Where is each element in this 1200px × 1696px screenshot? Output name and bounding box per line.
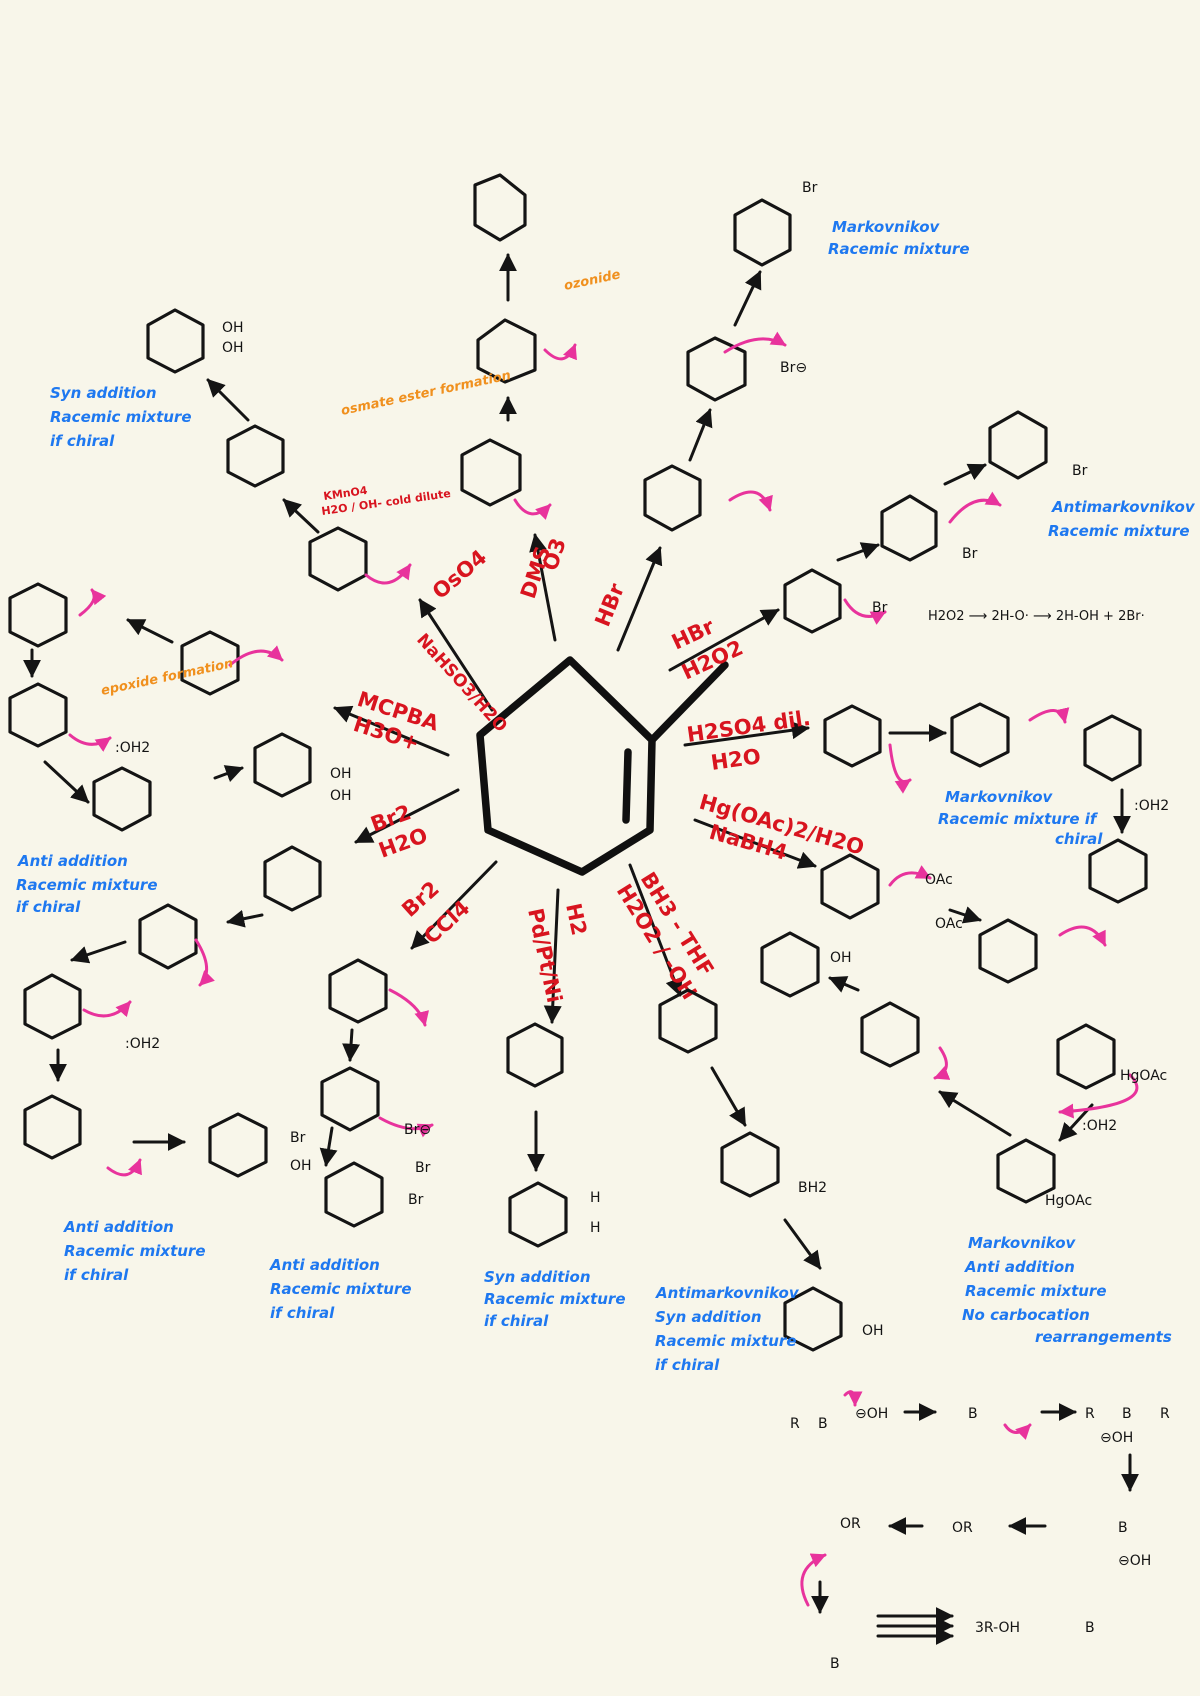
note-hbr-2: Racemic mixture xyxy=(828,240,970,258)
label-water-1: :OH2 xyxy=(115,740,150,756)
note-oxy-2: Anti addition xyxy=(964,1258,1075,1276)
note-oxy-1: Markovnikov xyxy=(968,1234,1077,1252)
label-br-3: Br xyxy=(962,546,978,562)
label-oac-1: OAc xyxy=(925,872,953,888)
reagent-hydrogenation-2: Pd/Pt/Ni xyxy=(523,906,566,1005)
label-oh-minus-2: ⊖OH xyxy=(1100,1430,1133,1446)
note-hbr-peroxide-2: Racemic mixture xyxy=(1048,522,1190,540)
label-oh-6: OH xyxy=(862,1323,884,1339)
label-oh-3: OH xyxy=(330,766,352,782)
note-bromination-1: Anti addition xyxy=(269,1256,380,1274)
central-methylcyclohexene xyxy=(476,656,729,876)
note-halohydrin-1: Anti addition xyxy=(63,1218,174,1236)
note-hydrogenation-1: Syn addition xyxy=(484,1268,591,1286)
label-b-2: B xyxy=(968,1406,978,1422)
label-h-1: H xyxy=(590,1190,601,1206)
label-br-7: Br xyxy=(408,1192,424,1208)
reagent-hbr: HBr xyxy=(590,580,629,630)
note-acid-1: Markovnikov xyxy=(945,788,1054,806)
label-br-minus-2: Br⊖ xyxy=(404,1122,431,1138)
label-r-3: R xyxy=(1160,1406,1170,1422)
side-notes: ozonide osmate ester formation epoxide f… xyxy=(100,267,622,699)
label-h-2: H xyxy=(590,1220,601,1236)
note-halohydrin-2: Racemic mixture xyxy=(64,1242,206,1260)
label-oh-minus-3: ⊖OH xyxy=(1118,1553,1151,1569)
structures xyxy=(8,173,1148,1645)
radial-arrows xyxy=(333,533,817,1024)
side-note-ozonide: ozonide xyxy=(563,267,622,294)
label-oh-2: OH xyxy=(222,340,244,356)
label-bh2: BH2 xyxy=(798,1180,827,1196)
note-bromination-3: if chiral xyxy=(270,1304,335,1322)
note-hydroboration-3: Racemic mixture xyxy=(655,1332,797,1350)
note-epoxidation-3: if chiral xyxy=(16,898,81,916)
label-oh-4: OH xyxy=(330,788,352,804)
note-hydroboration-1: Antimarkovnikov xyxy=(655,1284,800,1302)
label-roh: 3R-OH xyxy=(975,1620,1020,1636)
label-oh-1: OH xyxy=(222,320,244,336)
note-acid-3: chiral xyxy=(1055,830,1103,848)
label-b-3: B xyxy=(1122,1406,1132,1422)
label-b-1: B xyxy=(818,1416,828,1432)
reagent-hydrogenation-1: H2 xyxy=(561,901,591,937)
note-hbr-peroxide-1: Antimarkovnikov xyxy=(1051,498,1196,516)
label-r-1: R xyxy=(790,1416,800,1432)
note-hydrogenation-3: if chiral xyxy=(484,1312,549,1330)
label-or-2: OR xyxy=(840,1516,861,1532)
note-dihydroxylation-3: if chiral xyxy=(50,432,115,450)
note-hbr-1: Markovnikov xyxy=(832,218,941,236)
peroxide-chain: H2O2 ⟶ 2H-O· ⟶ 2H-OH + 2Br· xyxy=(928,609,1145,624)
reagent-acid-hydration-2: H2O xyxy=(709,744,762,775)
label-b-6: B xyxy=(1085,1620,1095,1636)
reagent-ozonolysis-2: DMS xyxy=(516,543,555,601)
reagent-acid-hydration-1: H2SO4 dil. xyxy=(685,706,812,747)
label-hgoac-1: HgOAc xyxy=(1045,1193,1092,1209)
label-oac-2: OAc xyxy=(935,916,963,932)
label-b-4: B xyxy=(1118,1520,1128,1536)
note-epoxidation-2: Racemic mixture xyxy=(16,876,158,894)
label-br-2: Br xyxy=(1072,463,1088,479)
note-halohydrin-3: if chiral xyxy=(64,1266,129,1284)
note-oxy-3: Racemic mixture xyxy=(965,1282,1107,1300)
note-oxy-5: rearrangements xyxy=(1035,1328,1172,1346)
note-epoxidation-1: Anti addition xyxy=(17,852,128,870)
label-b-5: B xyxy=(830,1656,840,1672)
label-water-2: :OH2 xyxy=(125,1036,160,1052)
label-water-4: :OH2 xyxy=(1082,1118,1117,1134)
note-hydrogenation-2: Racemic mixture xyxy=(484,1290,626,1308)
label-br-4: Br xyxy=(872,600,888,616)
note-dihydroxylation-1: Syn addition xyxy=(50,384,157,402)
label-br-6: Br xyxy=(415,1160,431,1176)
note-oxy-4: No carbocation xyxy=(962,1306,1090,1324)
note-acid-2: Racemic mixture if xyxy=(938,810,1099,828)
label-br-5: Br xyxy=(290,1130,306,1146)
note-hydroboration-4: if chiral xyxy=(655,1356,720,1374)
label-hgoac-2: HgOAc xyxy=(1120,1068,1167,1084)
note-dihydroxylation-2: Racemic mixture xyxy=(50,408,192,426)
label-oh-7: OH xyxy=(830,950,852,966)
label-water-3: :OH2 xyxy=(1134,798,1169,814)
curly-arrows xyxy=(68,331,1139,1607)
label-br-minus-1: Br⊖ xyxy=(780,360,807,376)
label-or-1: OR xyxy=(952,1520,973,1536)
reagent-kmno4-1: KMnO4 xyxy=(323,484,369,503)
reagent-dihydroxylation-1: OsO4 xyxy=(428,545,492,604)
label-r-2: R xyxy=(1085,1406,1095,1422)
side-note-osmate: osmate ester formation xyxy=(340,368,513,419)
label-br-1: Br xyxy=(802,180,818,196)
label-oh-5: OH xyxy=(290,1158,312,1174)
atom-labels: Br Br⊖ Br Br Br OH OH OH OH :OH2 :OH2 :O… xyxy=(115,180,1170,1672)
label-oh-minus-1: ⊖OH xyxy=(855,1406,888,1422)
notes: Markovnikov Racemic mixture Antimarkovni… xyxy=(16,218,1196,1374)
note-bromination-2: Racemic mixture xyxy=(270,1280,412,1298)
note-hydroboration-2: Syn addition xyxy=(655,1308,762,1326)
